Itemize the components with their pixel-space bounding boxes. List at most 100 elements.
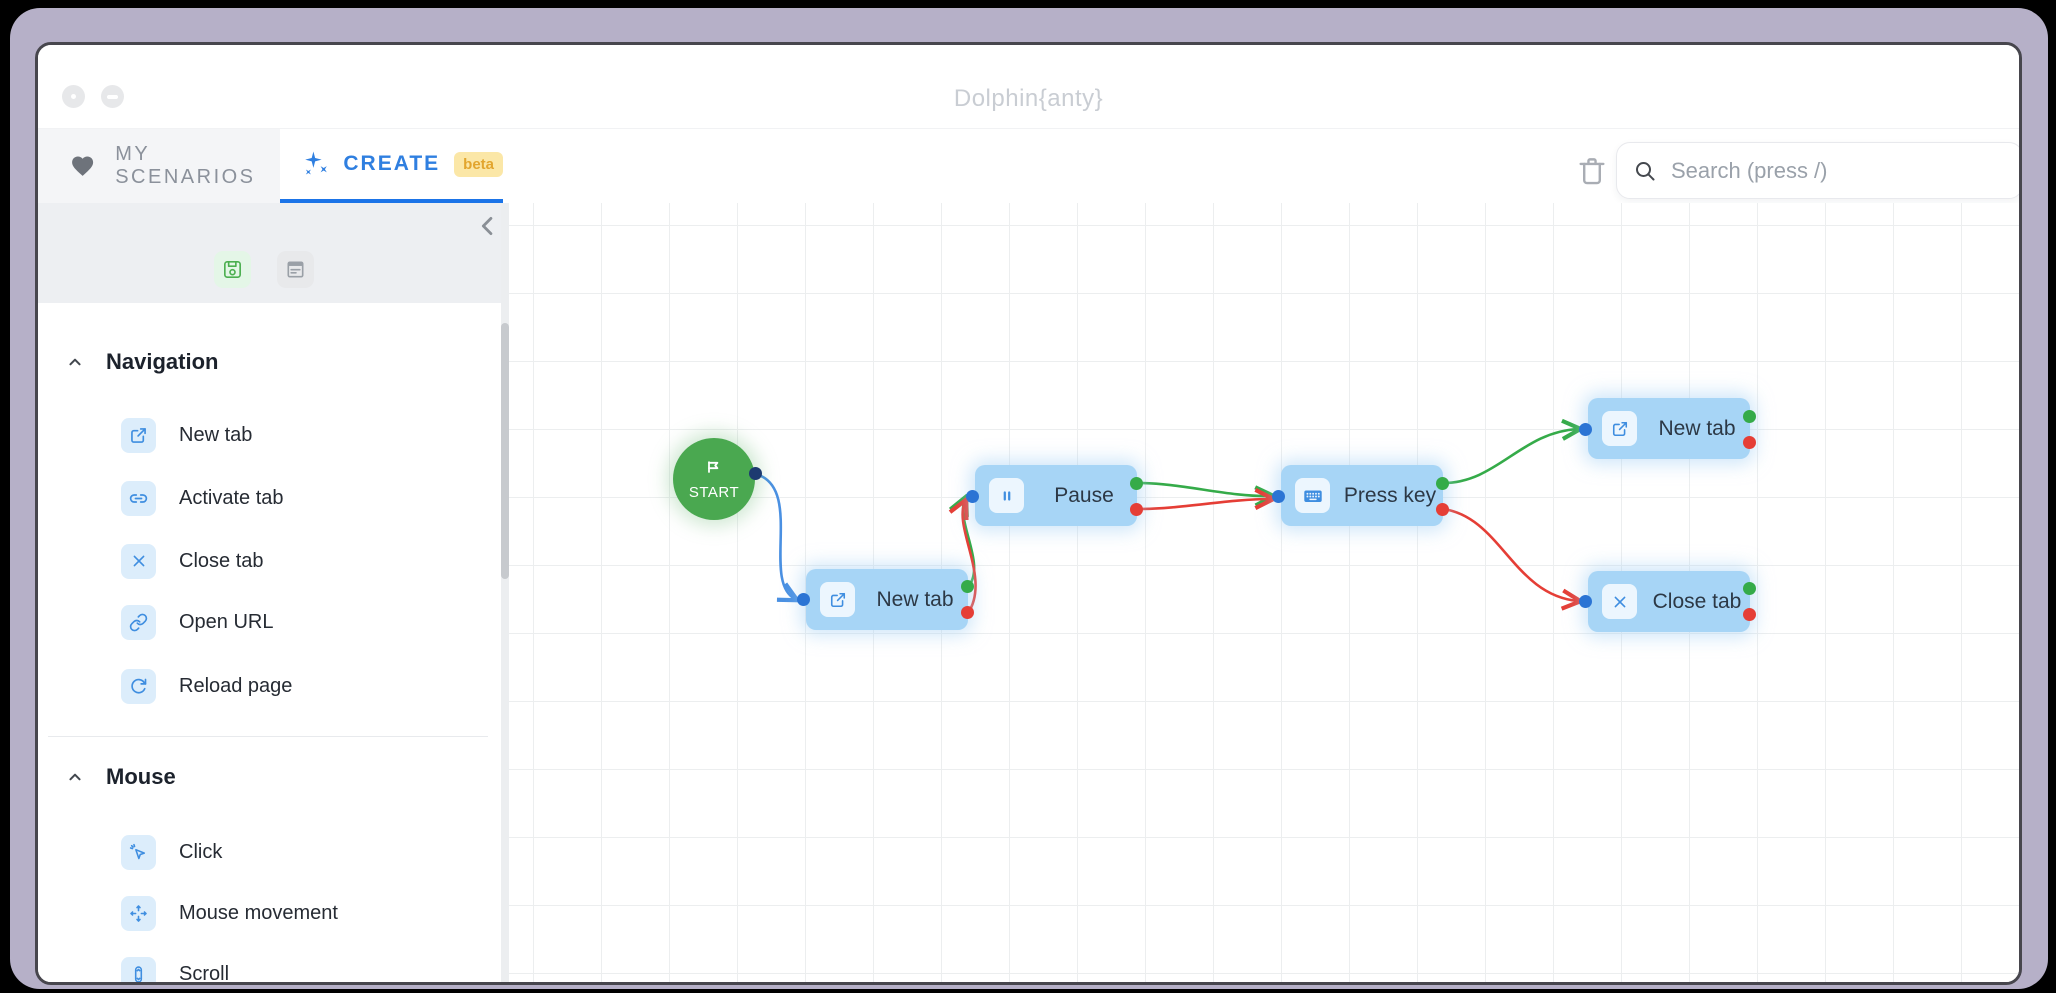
save-scenario-button[interactable]	[214, 251, 251, 288]
port-pause-success[interactable]	[1130, 477, 1143, 490]
new-tab-icon	[1602, 411, 1637, 446]
keyboard-icon	[1295, 478, 1330, 513]
section-header-mouse[interactable]: Mouse	[38, 759, 493, 795]
port-presskey-success[interactable]	[1436, 477, 1449, 490]
search-box	[1616, 142, 2019, 199]
search-icon	[1636, 161, 1655, 180]
node-new-tab-1[interactable]: New tab	[806, 569, 968, 630]
port-newtab2-input[interactable]	[1579, 423, 1592, 436]
port-closetab-success[interactable]	[1743, 582, 1756, 595]
close-dot-icon	[71, 94, 76, 99]
pause-icon	[989, 478, 1024, 513]
chevron-left-icon	[481, 217, 493, 235]
sidebar-item-reload-page[interactable]: Reload page	[38, 668, 493, 704]
scroll-icon	[121, 956, 156, 982]
section-header-navigation[interactable]: Navigation	[38, 344, 493, 380]
node-new-tab-2[interactable]: New tab	[1588, 398, 1750, 459]
item-label: Open URL	[179, 610, 274, 633]
trash-icon	[1579, 158, 1605, 185]
sidebar-item-open-url[interactable]: Open URL	[38, 604, 493, 640]
chevron-up-icon	[69, 773, 81, 781]
sidebar-scrollbar	[501, 203, 509, 982]
port-newtab1-input[interactable]	[797, 593, 810, 606]
header-bar: MY SCENARIOS CREATE beta	[38, 129, 2019, 203]
port-closetab-error[interactable]	[1743, 608, 1756, 621]
click-icon	[121, 834, 156, 870]
node-label: New tab	[1658, 416, 1736, 440]
port-presskey-error[interactable]	[1436, 503, 1449, 516]
activate-tab-icon	[121, 480, 156, 516]
node-close-tab[interactable]: Close tab	[1588, 571, 1750, 632]
port-newtab2-success[interactable]	[1743, 410, 1756, 423]
scenario-details-button[interactable]	[277, 251, 314, 288]
close-window-button[interactable]	[62, 85, 85, 108]
app-window: Dolphin{anty} MY SCENARIOS CREATE beta	[35, 42, 2022, 985]
section-title: Navigation	[106, 349, 219, 374]
open-url-icon	[121, 604, 156, 640]
collapse-sidebar-button[interactable]	[474, 212, 502, 240]
edge-pause-error-to-presskey[interactable]	[1136, 499, 1271, 511]
sidebar: Navigation New tab Activate tab	[38, 203, 509, 985]
chevron-up-icon	[69, 358, 81, 366]
node-label: Pause	[1054, 483, 1114, 507]
sparkles-icon	[305, 151, 327, 175]
tab-label: MY SCENARIOS	[115, 143, 256, 188]
sidebar-item-mouse-movement[interactable]: Mouse movement	[38, 895, 493, 931]
item-label: Close tab	[179, 549, 264, 572]
sidebar-item-click[interactable]: Click	[38, 834, 493, 870]
sidebar-item-close-tab[interactable]: Close tab	[38, 543, 493, 579]
new-tab-icon	[820, 582, 855, 617]
minimize-window-button[interactable]	[101, 85, 124, 108]
item-label: Activate tab	[179, 486, 284, 509]
port-presskey-input[interactable]	[1272, 490, 1285, 503]
trash-button[interactable]	[1575, 153, 1609, 189]
search-input[interactable]	[1671, 157, 2006, 184]
save-icon	[224, 261, 241, 278]
port-closetab-input[interactable]	[1579, 595, 1592, 608]
new-tab-icon	[121, 417, 156, 453]
port-newtab1-error[interactable]	[961, 606, 974, 619]
node-label: New tab	[876, 587, 954, 611]
tab-my-scenarios[interactable]: MY SCENARIOS	[38, 129, 280, 203]
section-title: Mouse	[106, 764, 176, 789]
node-label: Close tab	[1652, 589, 1742, 613]
item-label: New tab	[179, 423, 253, 446]
sidebar-item-new-tab[interactable]: New tab	[38, 417, 493, 453]
reload-icon	[121, 668, 156, 704]
title-bar: Dolphin{anty}	[38, 45, 2019, 129]
heart-icon	[72, 156, 94, 176]
flow-canvas[interactable]: START New tab Pause	[509, 203, 2019, 982]
edge-start-to-newtab1[interactable]	[755, 472, 795, 599]
beta-badge: beta	[454, 151, 503, 177]
port-newtab2-error[interactable]	[1743, 436, 1756, 449]
edge-presskey-error-to-closetab[interactable]	[1442, 507, 1578, 601]
item-label: Mouse movement	[179, 901, 338, 924]
port-newtab1-success[interactable]	[961, 580, 974, 593]
sidebar-item-activate-tab[interactable]: Activate tab	[38, 480, 493, 516]
sidebar-scrollbar-thumb[interactable]	[501, 323, 509, 579]
node-pause[interactable]: Pause	[975, 465, 1137, 526]
close-icon	[1602, 584, 1637, 619]
sidebar-header	[38, 203, 501, 303]
sidebar-item-scroll[interactable]: Scroll	[38, 956, 493, 985]
edge-pause-success-to-presskey[interactable]	[1136, 481, 1271, 496]
item-label: Scroll	[179, 962, 230, 985]
edge-presskey-success-to-newtab2[interactable]	[1442, 429, 1578, 485]
port-pause-error[interactable]	[1130, 503, 1143, 516]
mouse-move-icon	[121, 895, 156, 931]
port-pause-input[interactable]	[966, 490, 979, 503]
edge-newtab1-error-to-pause[interactable]	[963, 502, 977, 614]
form-icon	[287, 261, 304, 278]
node-label: Press key	[1343, 483, 1437, 507]
flag-icon	[708, 460, 719, 473]
minimize-dash-icon	[107, 94, 118, 99]
close-tab-icon	[121, 543, 156, 579]
tab-label: CREATE	[343, 152, 441, 175]
port-start-output[interactable]	[749, 467, 762, 480]
node-label: START	[688, 483, 740, 501]
node-start[interactable]: START	[673, 438, 755, 520]
tab-create[interactable]: CREATE beta	[280, 129, 503, 203]
item-label: Reload page	[179, 674, 293, 697]
section-divider	[48, 736, 488, 737]
node-press-key[interactable]: Press key	[1281, 465, 1443, 526]
